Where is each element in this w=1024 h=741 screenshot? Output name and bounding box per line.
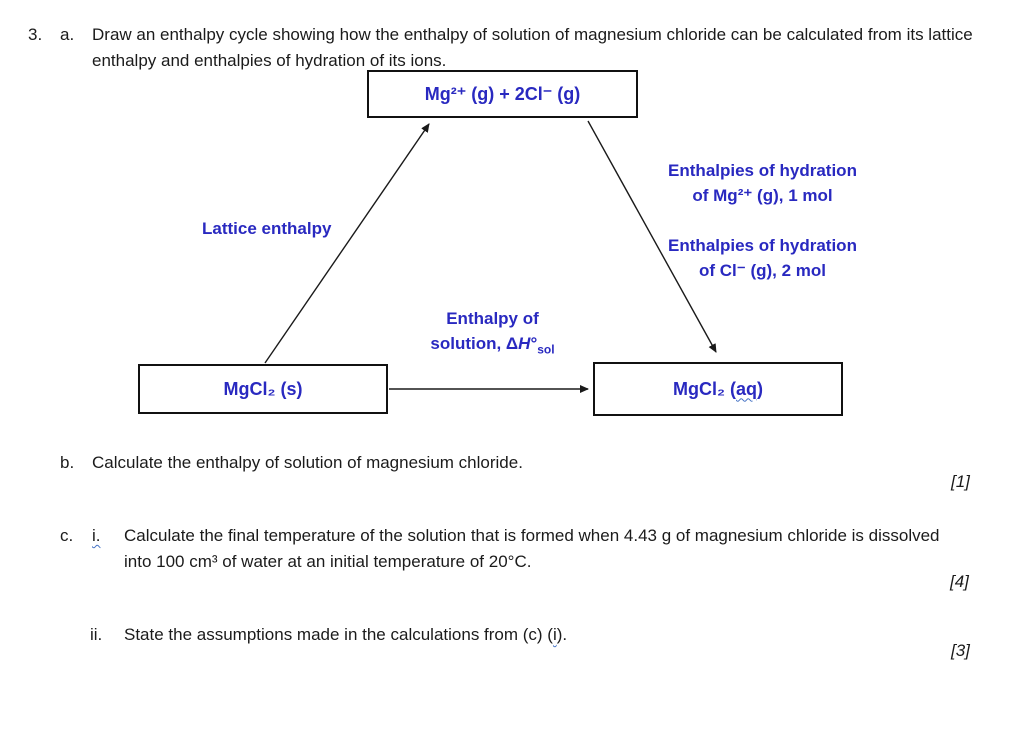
part-c-i-label: i.: [92, 526, 101, 545]
part-c-i-marks: [4]: [950, 572, 969, 591]
part-a-label: a.: [60, 25, 75, 44]
mgcl2-solid-box: MgCl₂ (s): [138, 364, 388, 414]
part-b-text: Calculate the enthalpy of solution of ma…: [92, 453, 523, 472]
part-c-ii-marks: [3]: [951, 641, 970, 660]
mgcl2-aqueous-box: MgCl₂ (aq): [593, 362, 843, 416]
part-b-marks: [1]: [951, 472, 970, 491]
part-b-label: b.: [60, 453, 75, 472]
mgcl2-aqueous-label: MgCl₂ (aq): [673, 379, 763, 400]
lattice-enthalpy-label: Lattice enthalpy: [202, 219, 332, 238]
solution-degree-symbol: °: [530, 334, 538, 353]
enthalpy-solution-line1: Enthalpy of: [446, 309, 539, 328]
mgcl2-aq-squiggled: aq: [735, 378, 757, 399]
mgcl2-aq-suffix: ): [757, 378, 763, 399]
part-c-label: c.: [60, 526, 74, 545]
part-c-ii-squiggled: i: [552, 625, 557, 644]
gaseous-ions-box: Mg²⁺ (g) + 2Cl⁻ (g): [367, 70, 638, 118]
part-a-text: Draw an enthalpy cycle showing how the e…: [92, 25, 973, 70]
part-c-ii-suffix: ).: [556, 625, 568, 644]
gaseous-ions-label: Mg²⁺ (g) + 2Cl⁻ (g): [424, 83, 581, 104]
part-c-ii-text: State the assumptions made in the calcul…: [124, 622, 969, 648]
diagram-arrows: [264, 120, 717, 393]
hydration-mg-line2: of Mg²⁺ (g), 1 mol: [692, 186, 833, 205]
part-c-ii-prefix: State the assumptions made in the calcul…: [124, 625, 553, 644]
enthalpy-cycle-diagram: Mg²⁺ (g) + 2Cl⁻ (g) MgCl₂ (s) MgCl₂ (aq)…: [138, 70, 875, 416]
hydration-cl-label: Enthalpies of hydration of Cl⁻ (g), 2 mo…: [650, 233, 875, 283]
mgcl2-aq-prefix: MgCl₂ (: [673, 378, 736, 399]
solution-H-symbol: H: [518, 334, 531, 353]
solution-sol-subscript: sol: [537, 342, 555, 357]
hydration-arrow: [587, 120, 717, 353]
enthalpy-solution-line2: solution, ΔH°sol: [400, 331, 585, 362]
part-c-i-text: Calculate the final temperature of the s…: [124, 526, 940, 571]
part-c-ii-label: ii.: [90, 625, 103, 644]
enthalpy-of-solution-label: Enthalpy of solution, ΔH°sol: [400, 306, 585, 362]
lattice-enthalpy-arrow: [264, 123, 430, 364]
hydration-cl-line2: of Cl⁻ (g), 2 mol: [698, 261, 827, 280]
hydration-cl-line1: Enthalpies of hydration: [668, 236, 857, 255]
hydration-mg-line1: Enthalpies of hydration: [668, 161, 857, 180]
hydration-mg-label: Enthalpies of hydration of Mg²⁺ (g), 1 m…: [650, 158, 875, 208]
mgcl2-solid-label: MgCl₂ (s): [223, 378, 303, 399]
question-number: 3.: [28, 25, 43, 44]
solution-prefix: solution, Δ: [430, 334, 519, 353]
